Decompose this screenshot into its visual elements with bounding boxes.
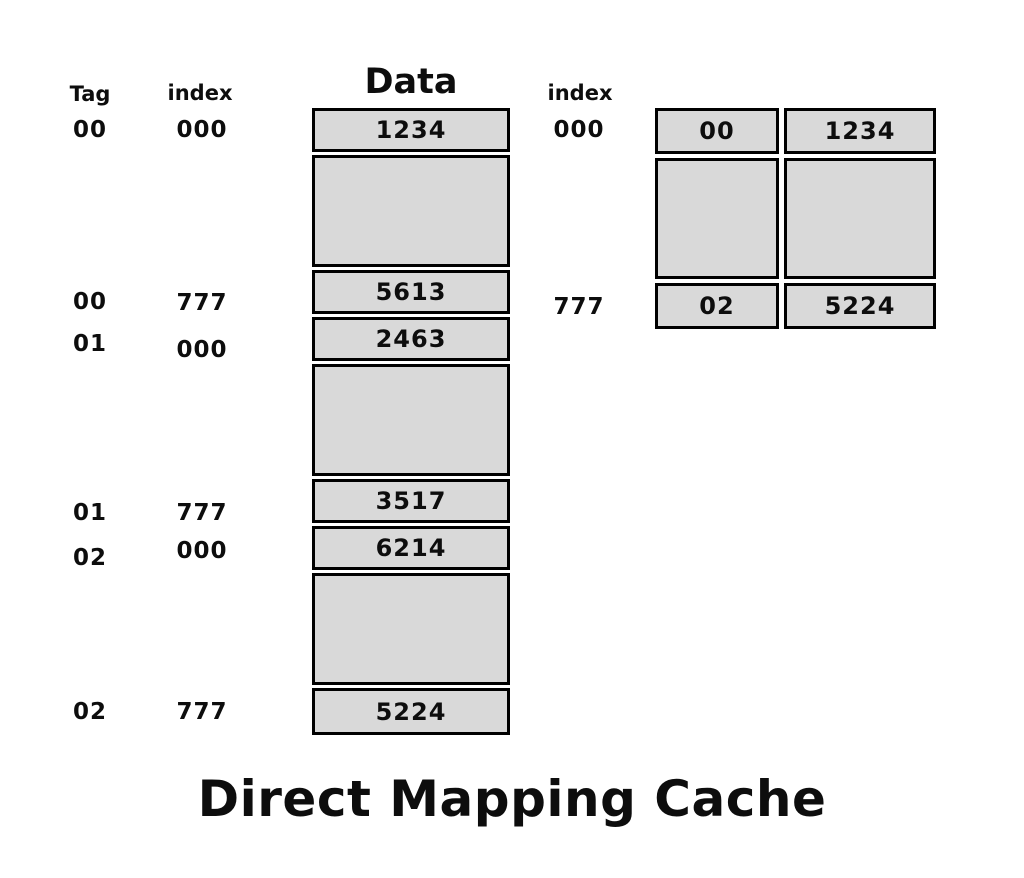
cache-data-cell: 1234: [784, 108, 936, 154]
tag-label: 01: [72, 500, 107, 526]
cache-data-cell: 5224: [784, 283, 936, 329]
index-label: 777: [176, 699, 228, 725]
index-label: 000: [176, 538, 228, 564]
memory-cell: [312, 573, 510, 685]
cache-index-header: index: [547, 81, 613, 105]
tag-label: 00: [72, 117, 107, 143]
tag-label: 02: [72, 699, 107, 725]
main-memory-column: 1234 5613 2463 3517 6214 5224: [312, 108, 510, 735]
cache-table: 00 1234 02 5224: [655, 108, 936, 329]
memory-cell: 5613: [312, 270, 510, 314]
tag-column-header: Tag: [69, 82, 111, 106]
cache-index-label: 777: [553, 294, 605, 320]
index-label: 000: [176, 117, 228, 143]
index-label: 777: [176, 500, 228, 526]
tag-label: 02: [72, 545, 107, 571]
memory-cell: 6214: [312, 526, 510, 570]
cache-tag-cell: [655, 158, 779, 279]
memory-cell: 5224: [312, 688, 510, 735]
memory-cell: [312, 155, 510, 267]
cache-tag-cell: 02: [655, 283, 779, 329]
memory-cell: 2463: [312, 317, 510, 361]
diagram-title: Direct Mapping Cache: [197, 770, 827, 828]
cache-data-cell: [784, 158, 936, 279]
memory-cell: 1234: [312, 108, 510, 152]
cache-tag-cell: 00: [655, 108, 779, 154]
index-label: 777: [176, 290, 228, 316]
memory-cell: 3517: [312, 479, 510, 523]
data-column-header: Data: [364, 62, 458, 102]
cache-index-label: 000: [553, 117, 605, 143]
index-label: 000: [176, 337, 228, 363]
index-column-header: index: [167, 81, 233, 105]
tag-label: 00: [72, 289, 107, 315]
memory-cell: [312, 364, 510, 476]
tag-label: 01: [72, 331, 107, 357]
